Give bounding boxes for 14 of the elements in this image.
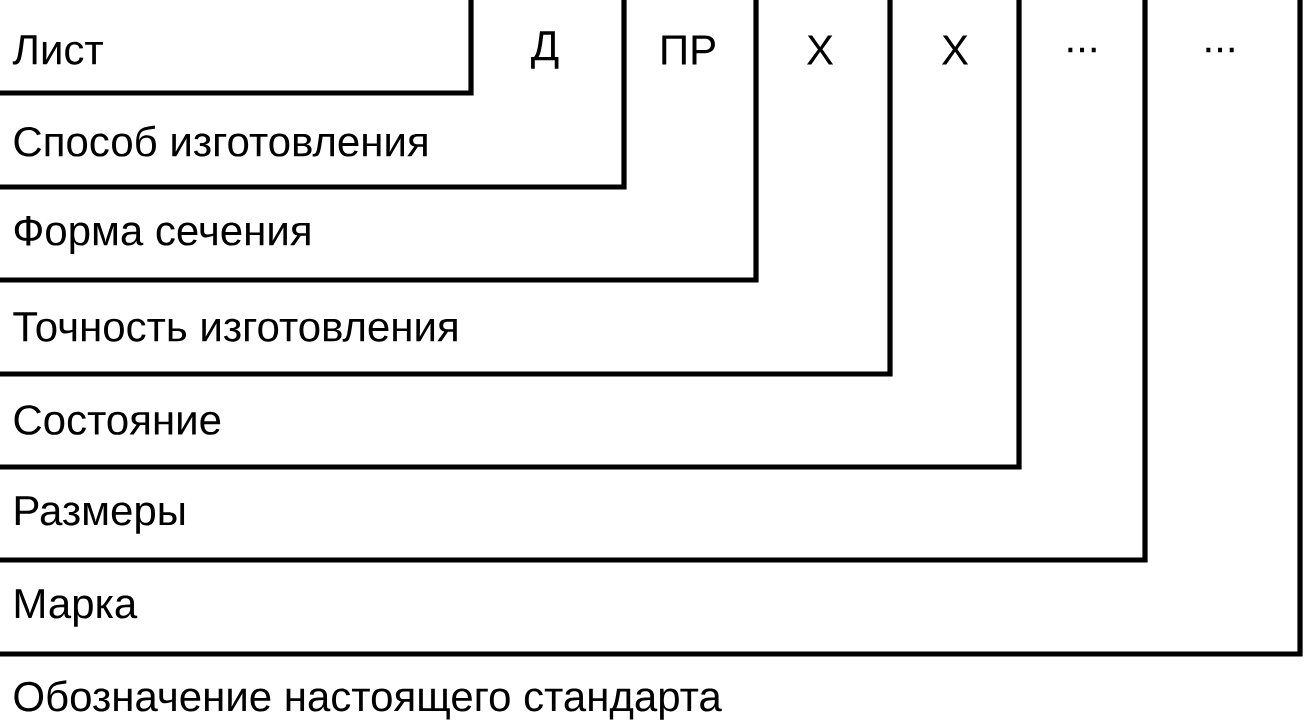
row-label: Марка [15, 589, 138, 627]
code-letter: Д [531, 31, 559, 69]
row-label: Размеры [15, 496, 185, 534]
code-letter: Х [806, 35, 834, 65]
row-label: Способ изготовления [14, 125, 427, 157]
row-label: Обозначение настоящего стандарта [14, 680, 722, 720]
row-label: Лист [12, 35, 103, 65]
code-letter: Х [941, 35, 969, 65]
code-letter: ПР [662, 35, 715, 65]
row-label: Состояние [14, 405, 221, 435]
code-letter: ... [1206, 47, 1234, 53]
code-letter: ... [1068, 47, 1096, 53]
row-label: Точность изготовления [13, 312, 457, 342]
row-label: Форма сечения [14, 216, 310, 254]
